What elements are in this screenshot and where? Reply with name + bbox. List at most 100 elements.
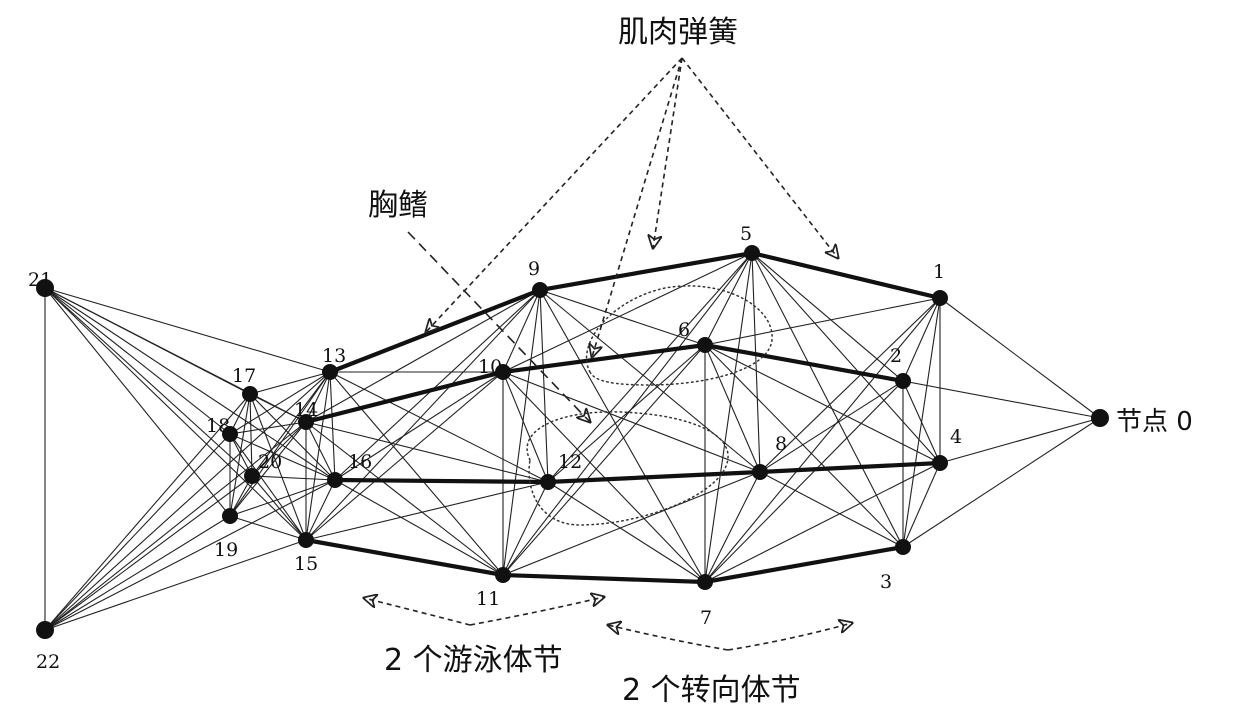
spring-edge-3-8	[759, 471, 904, 548]
node-13	[322, 364, 338, 380]
spring-edge-9-16	[334, 289, 541, 481]
node-4	[932, 455, 948, 471]
node-label-13: 13	[322, 345, 346, 367]
node-19	[222, 508, 238, 524]
spring-edge-16-18	[229, 433, 336, 481]
spring-edge-7-12	[547, 481, 706, 583]
spring-edge-11-16	[334, 479, 504, 576]
spring-edge-2-5	[751, 252, 904, 382]
spring-edge-13-18	[229, 371, 331, 435]
spring-edge-22-16	[44, 479, 336, 631]
spring-edge-22-15	[44, 539, 307, 631]
node-label-19: 19	[214, 539, 238, 561]
spring-edge-7-10	[502, 371, 706, 583]
node-0	[1091, 409, 1109, 427]
spring-edge-5-7	[704, 252, 753, 583]
spring-edge-10-12	[502, 371, 549, 483]
node-1	[932, 290, 948, 306]
muscle-spring-line-4	[303, 537, 906, 585]
spring-edge-5-8	[751, 252, 761, 473]
spring-edge-6-12	[547, 344, 706, 483]
spring-edge-15-18	[229, 433, 307, 541]
spring-edge-14-20	[251, 421, 307, 477]
node-label-3: 3	[880, 571, 892, 593]
body-outline-edges	[303, 250, 943, 585]
spring-edge-22-18	[44, 433, 231, 631]
spring-edge-2-8	[759, 380, 904, 473]
spring-edge-3-6	[704, 344, 904, 548]
spring-edge-6-11	[502, 344, 706, 576]
node-22	[36, 621, 54, 639]
spring-edge-22-14	[44, 421, 307, 631]
node-7	[697, 574, 713, 590]
spring-edge-5-6	[704, 252, 753, 346]
node-label-6: 6	[678, 319, 690, 341]
node-14	[298, 414, 314, 430]
spring-edge-12-15	[305, 481, 549, 541]
spring-edge-9-11	[502, 289, 541, 576]
spring-edge-6-9	[539, 289, 706, 346]
spring-edge-21-15	[44, 287, 307, 541]
node-label-9: 9	[528, 258, 540, 280]
spring-edge-8-11	[502, 471, 761, 576]
node-5	[744, 245, 760, 261]
node-label-7: 7	[700, 607, 712, 629]
node-20	[244, 468, 260, 484]
muscle-spring-label: 肌肉弹簧	[618, 15, 738, 50]
spring-edge-7-8	[704, 471, 761, 583]
spring-edge-13-17	[249, 371, 331, 395]
spring-edge-0-3	[902, 417, 1101, 548]
spring-edge-22-13	[44, 371, 331, 631]
node-label-10: 10	[478, 356, 502, 378]
spring-edges	[44, 252, 1101, 631]
mass-nodes	[36, 245, 1109, 639]
spring-edge-0-4	[939, 417, 1101, 464]
spring-edge-11-12	[502, 481, 549, 576]
spring-edge-13-16	[329, 371, 336, 481]
spring-edge-15-16	[305, 479, 336, 541]
node-label-12: 12	[558, 451, 582, 473]
node-12	[540, 474, 556, 490]
spring-edge-15-20	[251, 475, 307, 541]
spring-edge-17-19	[229, 393, 251, 517]
spring-edge-2-7	[704, 380, 904, 583]
spring-edge-21-19	[44, 287, 231, 517]
spring-edge-4-6	[704, 344, 941, 464]
spring-edge-11-14	[305, 421, 504, 576]
spring-edge-13-14	[305, 371, 331, 423]
node-label-8: 8	[775, 433, 787, 455]
node-2	[895, 373, 911, 389]
spring-edge-13-15	[305, 371, 331, 541]
node-10	[495, 364, 511, 380]
spring-edge-9-12	[539, 289, 549, 483]
pectoral-fin-label: 胸鳍	[368, 188, 428, 223]
node-label-15: 15	[294, 553, 318, 575]
spring-edge-16-19	[229, 479, 336, 517]
node-label-5: 5	[740, 223, 752, 245]
spring-edge-7-9	[539, 289, 706, 583]
turn-segment-label: 2 个转向体节	[622, 673, 801, 708]
spring-edge-6-8	[704, 344, 761, 473]
node-3	[895, 539, 911, 555]
node-21	[36, 279, 54, 297]
spring-edge-22-17	[44, 393, 251, 631]
spring-edge-1-2	[902, 297, 941, 382]
node-label-16: 16	[348, 451, 372, 473]
node-label-11: 11	[476, 588, 500, 610]
node-16	[327, 472, 343, 488]
spring-edge-21-18	[44, 287, 231, 435]
spring-edge-21-20	[44, 287, 253, 477]
spring-edge-0-1	[939, 297, 1101, 419]
node-15	[298, 532, 314, 548]
spring-edge-4-5	[751, 252, 941, 464]
spring-edge-3-5	[751, 252, 904, 548]
node-9	[532, 282, 548, 298]
spring-edge-10-15	[305, 371, 504, 541]
spring-edge-3-4	[902, 462, 941, 548]
spring-edge-8-10	[502, 371, 761, 473]
spring-edge-21-16	[44, 287, 336, 481]
spring-edge-5-12	[547, 252, 753, 483]
spring-edge-1-7	[704, 297, 941, 583]
pectoral-fin-arrow	[407, 231, 590, 422]
